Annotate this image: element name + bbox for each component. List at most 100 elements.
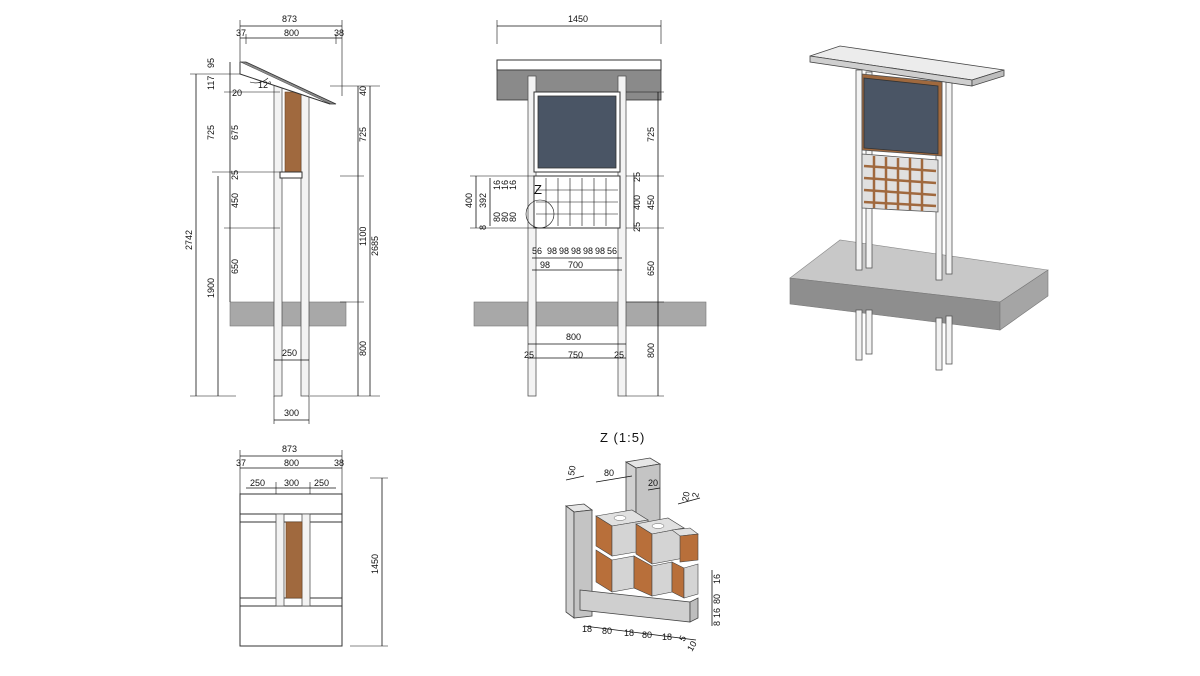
side-post-back bbox=[300, 91, 310, 397]
front-dim-725: 725 bbox=[646, 127, 656, 142]
front-dim-800-right: 800 bbox=[646, 343, 656, 358]
side-dim-40: 40 bbox=[358, 86, 368, 96]
front-cell-dim-56a: 56 bbox=[532, 246, 542, 256]
side-dim-2685: 2685 bbox=[370, 236, 380, 256]
front-cell-dim-98c: 98 bbox=[571, 246, 581, 256]
detail-dim-18b: 18 bbox=[624, 628, 634, 638]
front-cell-dim-98e: 98 bbox=[595, 246, 605, 256]
side-dim-1900: 1900 bbox=[206, 278, 216, 298]
front-dim-80b: 80 bbox=[500, 212, 510, 222]
front-cell-dim-98d: 98 bbox=[583, 246, 593, 256]
plan-bottom-rail bbox=[239, 597, 343, 607]
detail-title: Z (1:5) bbox=[600, 430, 645, 445]
detail-dim-10: 10 bbox=[685, 639, 699, 653]
detail-dim-5: 5 bbox=[677, 634, 688, 643]
detail-dim-80-line bbox=[595, 475, 633, 483]
detail-dim-18a: 18 bbox=[582, 624, 592, 634]
front-cell-dim-56b: 56 bbox=[607, 246, 617, 256]
detail-dim-bottom-line bbox=[583, 625, 697, 641]
plan-post-left bbox=[275, 513, 285, 607]
detail-dim-50-line bbox=[565, 475, 585, 481]
side-dim-300: 300 bbox=[284, 408, 299, 418]
detail-dim-16a: 16 bbox=[712, 574, 722, 584]
front-board-panel bbox=[537, 95, 617, 169]
detail-dim-20-2-line bbox=[677, 497, 701, 505]
front-box-grid bbox=[533, 175, 621, 229]
front-cell-dim-98b: 98 bbox=[559, 246, 569, 256]
plan-dim-38: 38 bbox=[334, 458, 344, 468]
detail-blocks bbox=[595, 509, 699, 599]
plan-dim-1450: 1450 bbox=[370, 554, 380, 574]
detail-left-post-side bbox=[565, 505, 575, 619]
front-dim-25b: 25 bbox=[632, 222, 642, 232]
front-dim-16c: 16 bbox=[508, 180, 518, 190]
front-dim-25-right: 25 bbox=[614, 350, 624, 360]
detail-dim-18c: 18 bbox=[662, 632, 672, 642]
front-post-left bbox=[527, 75, 537, 397]
detail-dim-20-line bbox=[647, 487, 661, 491]
plan-dim-250-left: 250 bbox=[250, 478, 265, 488]
perspective-view bbox=[789, 45, 1049, 371]
plan-dim-250-right: 250 bbox=[314, 478, 329, 488]
persp-post-below-1 bbox=[855, 309, 863, 361]
front-dim-400: 400 bbox=[632, 195, 642, 210]
detail-dim-20-top: 20 bbox=[648, 478, 658, 488]
front-elevation-view: Z 1450 725 25 400 450 25 650 800 400 392… bbox=[464, 14, 707, 397]
front-roof-top bbox=[496, 59, 662, 71]
side-dim-25: 25 bbox=[230, 170, 240, 180]
detail-z-view: Z (1:5) bbox=[564, 430, 722, 653]
side-wood-panel bbox=[284, 91, 302, 173]
persp-post-below-3 bbox=[935, 317, 943, 371]
detail-dim-2: 2 bbox=[690, 492, 701, 499]
plan-dim-800: 800 bbox=[284, 458, 299, 468]
front-row-dim-700: 700 bbox=[568, 260, 583, 270]
side-dim-37: 37 bbox=[236, 28, 246, 38]
side-post-front bbox=[273, 79, 283, 397]
front-dim-80c: 80 bbox=[508, 212, 518, 222]
front-dim-800-bottom: 800 bbox=[566, 332, 581, 342]
side-dim-1100: 1100 bbox=[358, 227, 368, 246]
side-dim-117: 117 bbox=[206, 76, 216, 90]
front-dim-750: 750 bbox=[568, 350, 583, 360]
persp-roof-side bbox=[971, 69, 1005, 87]
detail-dim-80a: 80 bbox=[602, 626, 612, 636]
side-angle-label: 12° bbox=[258, 80, 272, 90]
plan-post-right bbox=[301, 513, 311, 607]
side-rail bbox=[279, 171, 303, 179]
plan-dim-873: 873 bbox=[282, 444, 297, 454]
side-angle-arc bbox=[249, 77, 269, 84]
front-dim-25a: 25 bbox=[632, 172, 642, 182]
persp-box-grid bbox=[861, 153, 939, 213]
persp-box-grid-lines bbox=[863, 156, 937, 211]
front-row-dim-98: 98 bbox=[540, 260, 550, 270]
front-detail-circle bbox=[525, 199, 555, 229]
detail-dim-80-right: 80 bbox=[712, 594, 722, 604]
detail-dim-8: 8 bbox=[712, 621, 722, 626]
side-dim-650: 650 bbox=[230, 259, 240, 274]
side-dim-20: 20 bbox=[232, 88, 242, 98]
side-dim-675: 675 bbox=[230, 125, 240, 140]
side-elevation-view: 12° 873 37 800 38 95 117 20 725 675 25 4… bbox=[184, 14, 380, 424]
front-dim-80a: 80 bbox=[492, 212, 502, 222]
detail-dim-50: 50 bbox=[566, 465, 578, 477]
front-post-right bbox=[617, 75, 627, 397]
front-dim-25-left: 25 bbox=[524, 350, 534, 360]
detail-dim-16b: 16 bbox=[712, 608, 722, 618]
detail-base-rail bbox=[579, 589, 691, 623]
side-dim-95: 95 bbox=[206, 58, 216, 68]
persp-post-1 bbox=[855, 69, 863, 271]
persp-board-panel bbox=[863, 77, 939, 155]
front-dim-392: 392 bbox=[478, 193, 488, 208]
plan-dim-300: 300 bbox=[284, 478, 299, 488]
persp-post-below-2 bbox=[865, 309, 873, 355]
side-dim-873: 873 bbox=[282, 14, 297, 24]
front-ground-slab bbox=[473, 301, 707, 327]
side-ground-slab bbox=[229, 301, 347, 327]
side-dim-725-left: 725 bbox=[206, 125, 216, 140]
side-dim-38: 38 bbox=[334, 28, 344, 38]
side-dim-250: 250 bbox=[282, 348, 297, 358]
detail-dim-80-top: 80 bbox=[604, 468, 614, 478]
front-dim-450: 450 bbox=[646, 195, 656, 210]
